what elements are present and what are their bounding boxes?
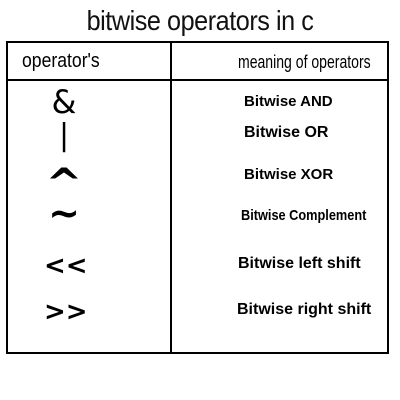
operator-left-shift: << <box>44 251 88 281</box>
header-divider <box>8 79 387 81</box>
meaning-complement: Bitwise Complement <box>241 207 367 224</box>
operator-right-shift: >> <box>44 297 88 327</box>
meaning-right-shift: Bitwise right shift <box>237 301 372 318</box>
meaning-or: Bitwise OR <box>244 124 329 141</box>
column-divider <box>170 43 172 352</box>
operator-xor: ^ <box>45 161 83 207</box>
header-meaning: meaning of operators <box>238 52 371 72</box>
operator-complement: ~ <box>48 191 80 235</box>
operator-and: & <box>51 83 77 121</box>
header-operator: operator's <box>22 50 100 72</box>
meaning-xor: Bitwise XOR <box>244 166 334 183</box>
page-title: bitwise operators in c <box>86 5 314 36</box>
operator-or: | <box>58 118 70 153</box>
operators-table: operator's meaning of operators & Bitwis… <box>6 41 389 354</box>
meaning-and: Bitwise AND <box>244 93 333 110</box>
meaning-left-shift: Bitwise left shift <box>238 255 361 272</box>
